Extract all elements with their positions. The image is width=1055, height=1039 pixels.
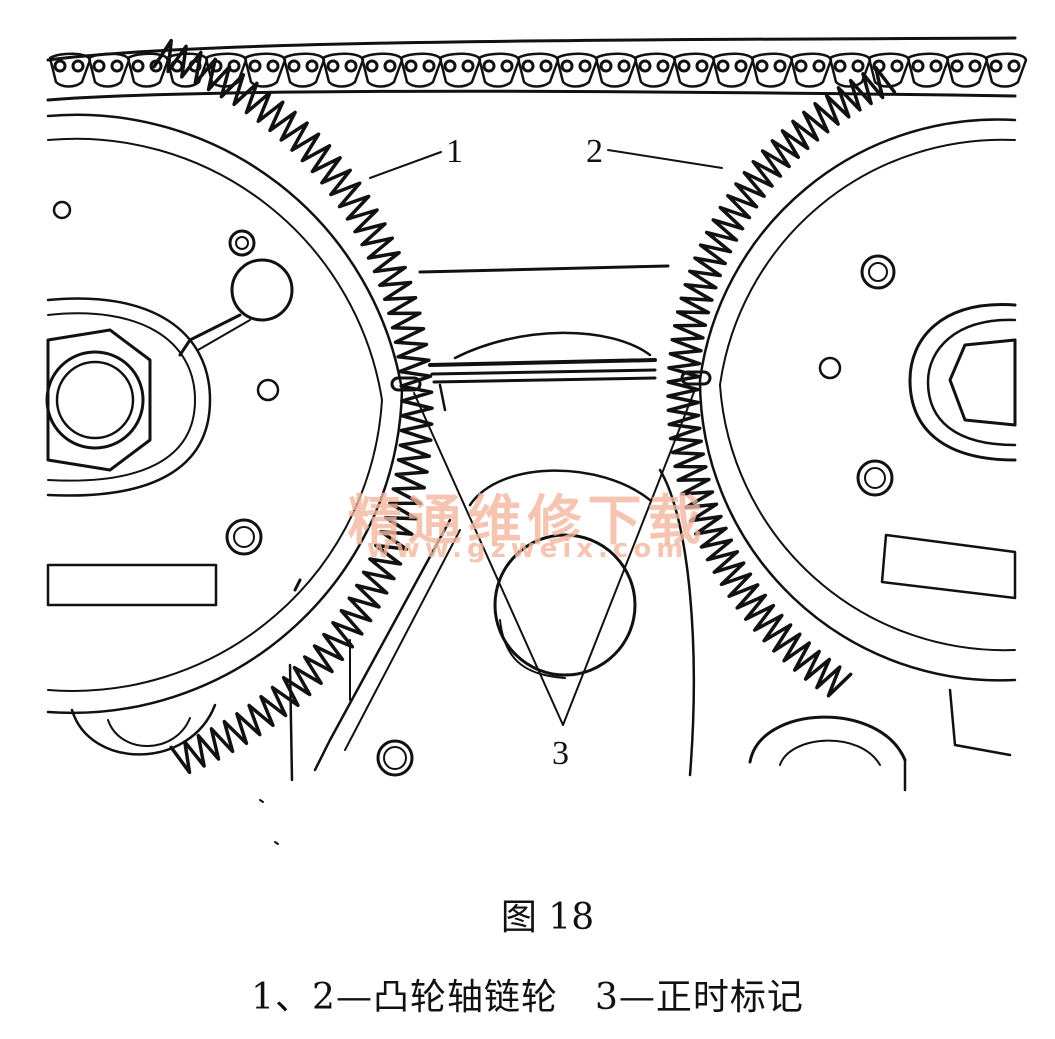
- chain-link: [360, 52, 404, 88]
- chain-link: [555, 52, 599, 88]
- chain-link-pin: [305, 59, 319, 73]
- chain-link-pin: [1007, 59, 1021, 73]
- chain-link: [282, 52, 326, 88]
- callout-1: 1: [446, 133, 463, 170]
- chain-link-pin: [404, 59, 418, 73]
- chain-link-pin: [890, 59, 904, 73]
- chain-guide: [70, 264, 1012, 845]
- left-camshaft-sprocket: [45, 38, 434, 775]
- chain-link-pin: [92, 59, 106, 73]
- chain-link-pin: [266, 59, 280, 73]
- chain-link: [633, 52, 677, 88]
- chain-link-pin: [539, 59, 553, 73]
- chain-link-pin: [461, 59, 475, 73]
- chain-link-pin: [929, 59, 943, 73]
- chain-link: [672, 52, 716, 88]
- chain-link-pin: [773, 59, 787, 73]
- chain-link-pin: [950, 59, 964, 73]
- chain-link-pin: [521, 59, 535, 73]
- chain-link-pin: [677, 59, 691, 73]
- callout-2: 2: [586, 133, 603, 170]
- chain-link-pin: [833, 59, 847, 73]
- chain-link: [906, 52, 950, 88]
- chain-link-pin: [734, 59, 748, 73]
- chain-link-pin: [500, 59, 514, 73]
- chain-link-pin: [617, 59, 631, 73]
- chain-link-pin: [248, 59, 262, 73]
- chain-link-pin: [812, 59, 826, 73]
- chain-link-pin: [695, 59, 709, 73]
- chain-link-pin: [989, 59, 1003, 73]
- figure-caption: 1、2—凸轮轴链轮 3—正时标记: [251, 977, 804, 1018]
- chain-link: [711, 52, 755, 88]
- chain-link: [789, 52, 833, 88]
- chain-link-pin: [287, 59, 301, 73]
- chain-link: [399, 52, 443, 88]
- chain-link: [945, 52, 989, 88]
- chain-link: [828, 52, 872, 88]
- chain-link-pin: [110, 59, 124, 73]
- chain-link-pin: [383, 59, 397, 73]
- chain-link-pin: [71, 59, 85, 73]
- figure-title: 图 18: [500, 897, 595, 938]
- chain-link-pin: [482, 59, 496, 73]
- chain-link-pin: [326, 59, 340, 73]
- chain-link: [477, 52, 521, 88]
- leader-lines: [369, 149, 723, 726]
- chain-link-pin: [599, 59, 613, 73]
- chain-link: [984, 52, 1028, 88]
- chain-link-pin: [851, 59, 865, 73]
- chain-link-pin: [755, 59, 769, 73]
- chain-link: [750, 52, 794, 88]
- chain-link-pin: [344, 59, 358, 73]
- chain-link: [48, 52, 92, 88]
- chain-link: [438, 52, 482, 88]
- chain-link: [87, 52, 131, 88]
- chain-link: [126, 52, 170, 88]
- chain-link-pin: [638, 59, 652, 73]
- chain-link-pin: [443, 59, 457, 73]
- chain-link-pin: [656, 59, 670, 73]
- right-camshaft-sprocket: [666, 65, 1017, 698]
- chain-link-pin: [968, 59, 982, 73]
- chain-link-pin: [422, 59, 436, 73]
- chain-link-pin: [53, 59, 67, 73]
- chain-link-pin: [794, 59, 808, 73]
- chain-link: [594, 52, 638, 88]
- camshaft-sprocket-diagram: [45, 36, 1028, 845]
- chain-link-pin: [578, 59, 592, 73]
- chain-link-pin: [131, 59, 145, 73]
- chain-link-pin: [560, 59, 574, 73]
- chain-link-pin: [716, 59, 730, 73]
- chain-link: [321, 52, 365, 88]
- callout-3: 3: [552, 735, 569, 772]
- chain-link-pin: [365, 59, 379, 73]
- chain-link-pin: [911, 59, 925, 73]
- chain-link: [516, 52, 560, 88]
